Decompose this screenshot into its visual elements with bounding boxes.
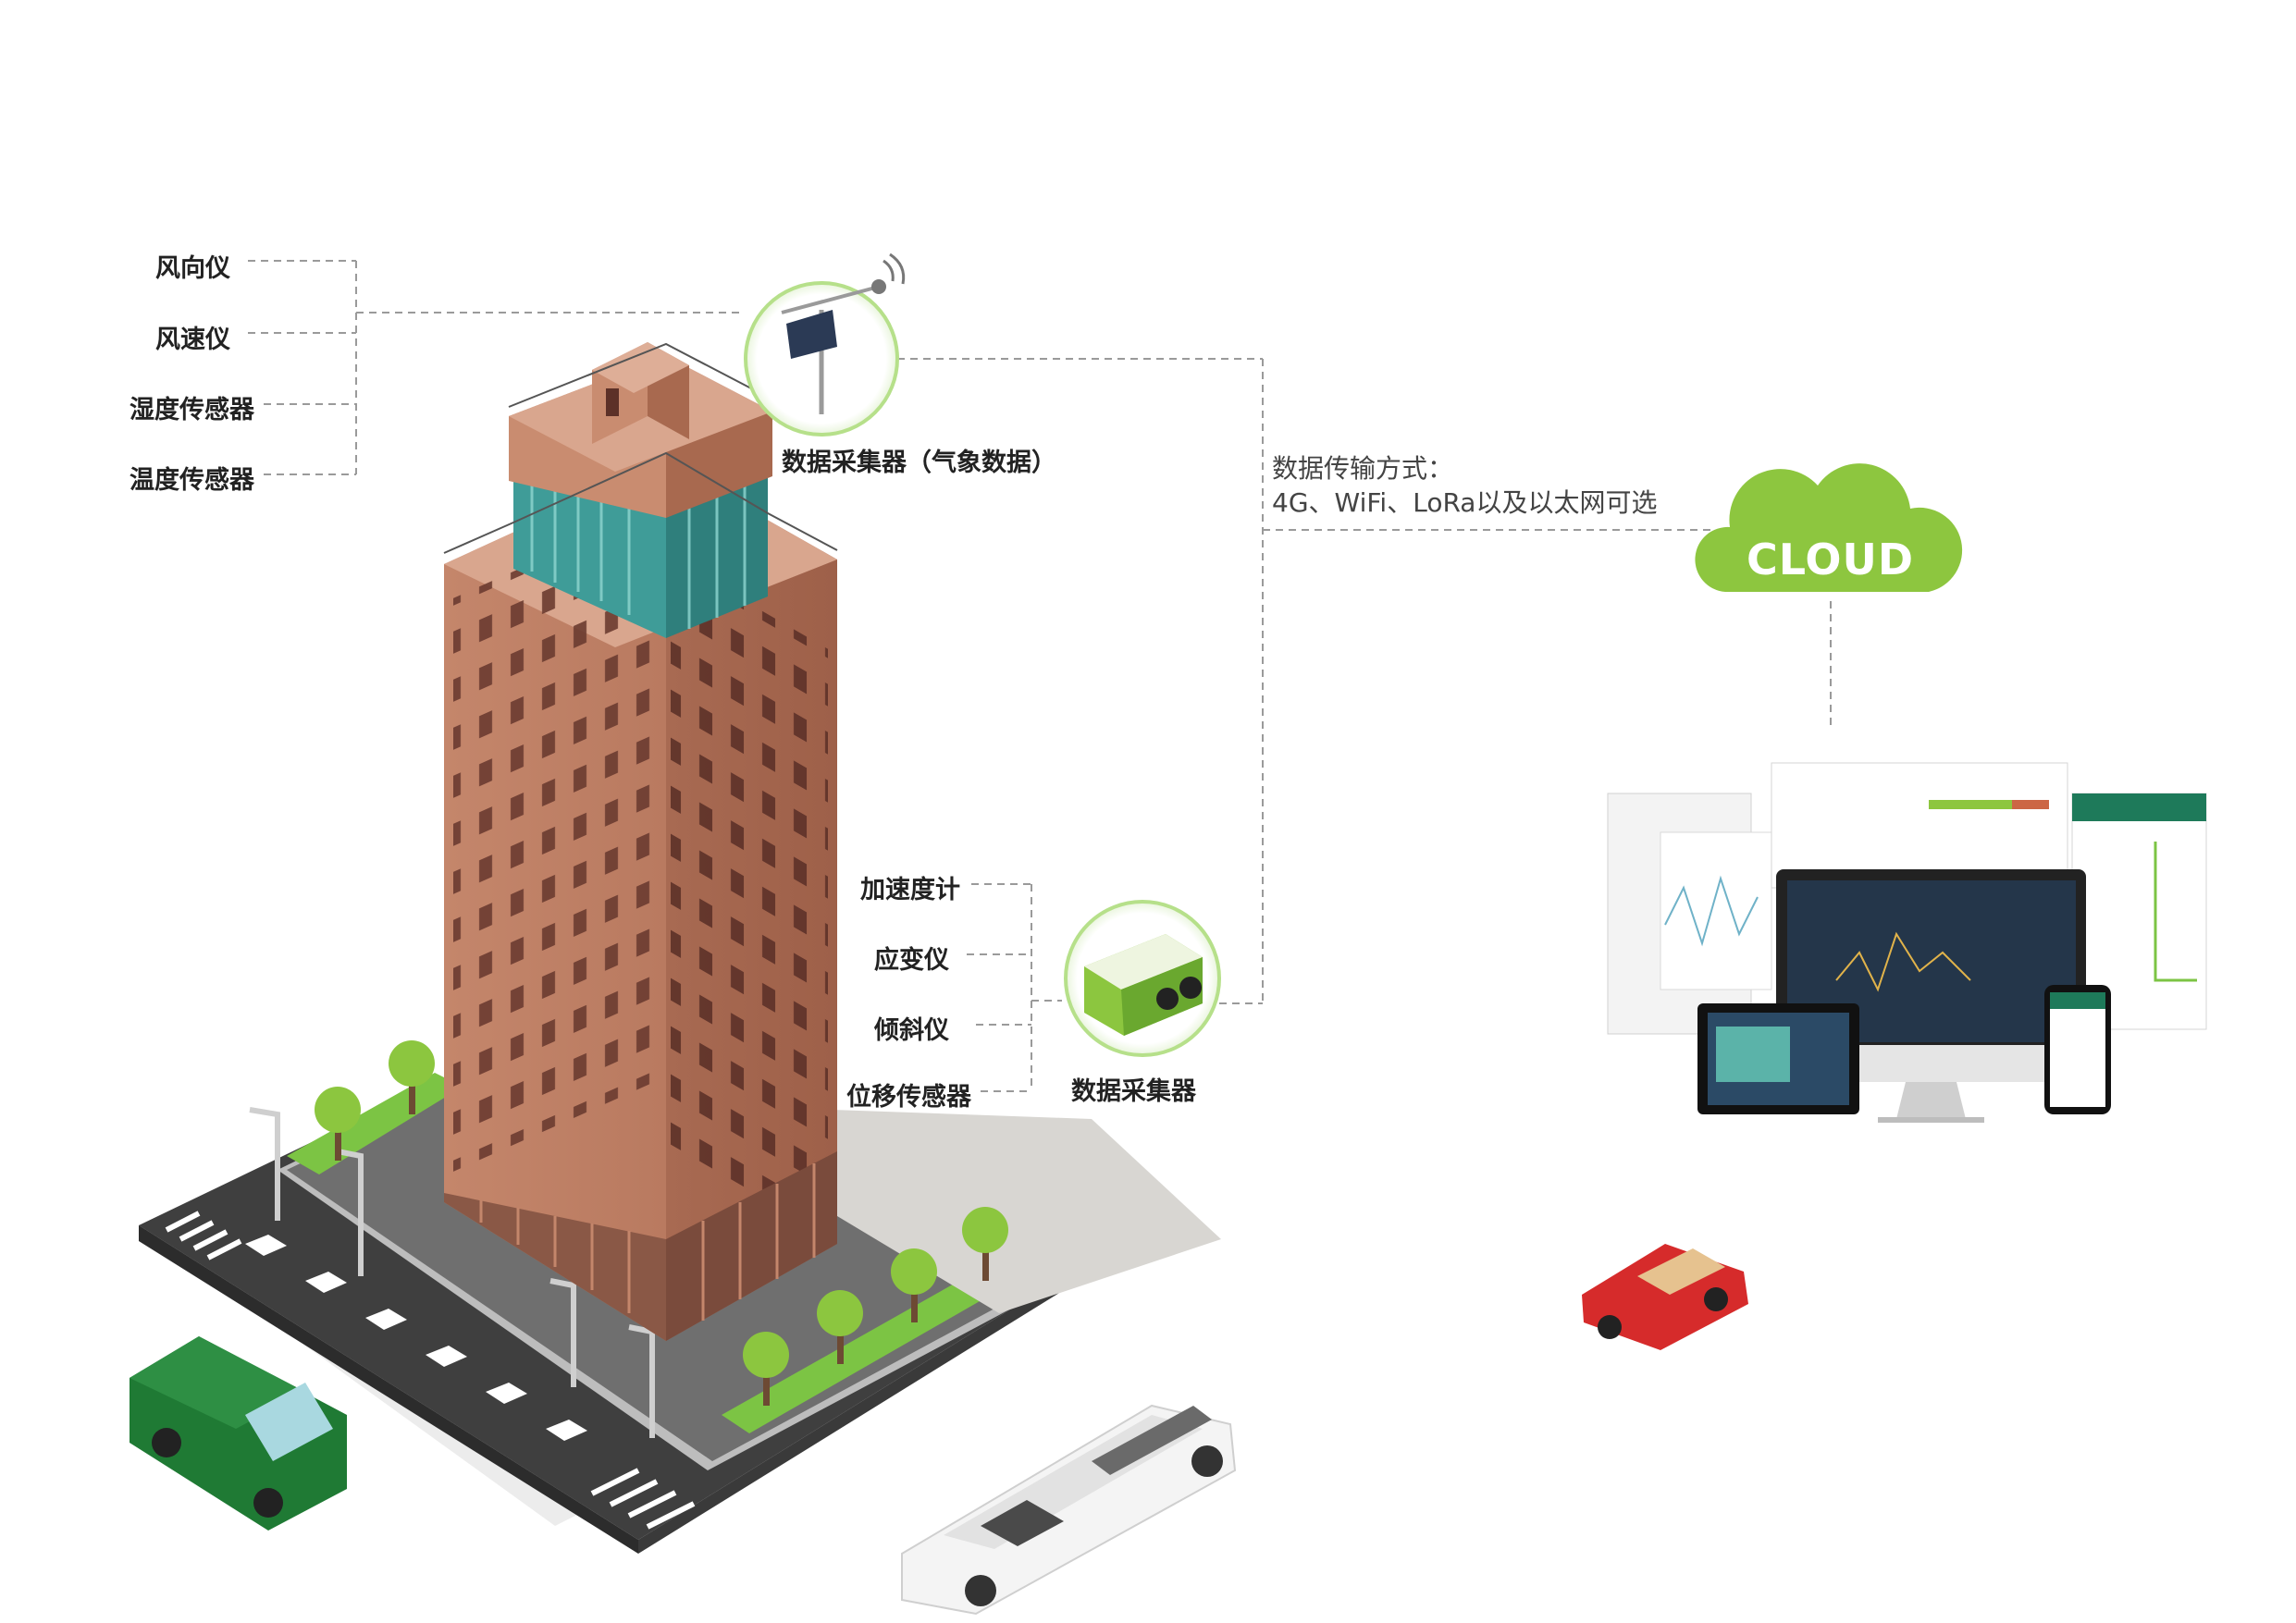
- displacement-sensor-label: 位移传感器: [846, 1083, 971, 1112]
- data-logger-label: 数据采集器: [1071, 1077, 1196, 1106]
- cloud-label: CLOUD: [1747, 535, 1915, 584]
- weather-logger-label: 数据采集器（气象数据）: [782, 449, 1056, 477]
- transmission-title: 数据传输方式：: [1272, 453, 1454, 484]
- strain-gauge-label: 应变仪: [874, 946, 949, 975]
- red-convertible: [1582, 1244, 1748, 1350]
- temperature-sensor-label: 温度传感器: [130, 466, 254, 495]
- connector-lines: [248, 260, 1832, 1092]
- weather-station-badge: [744, 252, 906, 436]
- office-building: [443, 342, 838, 1341]
- wind-direction-label: 风向仪: [155, 254, 230, 283]
- green-van: [130, 1336, 347, 1531]
- cloud-icon: [1695, 463, 1963, 592]
- humidity-sensor-label: 湿度传感器: [130, 396, 254, 424]
- wind-speed-label: 风速仪: [155, 326, 230, 354]
- data-logger-badge: [1064, 900, 1221, 1057]
- accelerometer-label: 加速度计: [860, 876, 960, 904]
- transmission-options: 4G、WiFi、LoRa以及以太网可选: [1272, 487, 1658, 518]
- trees: [315, 1040, 1008, 1406]
- white-limousine: [901, 1404, 1237, 1616]
- inclinometer-label: 倾斜仪: [874, 1016, 949, 1045]
- dashboard-devices: [1607, 762, 2207, 1123]
